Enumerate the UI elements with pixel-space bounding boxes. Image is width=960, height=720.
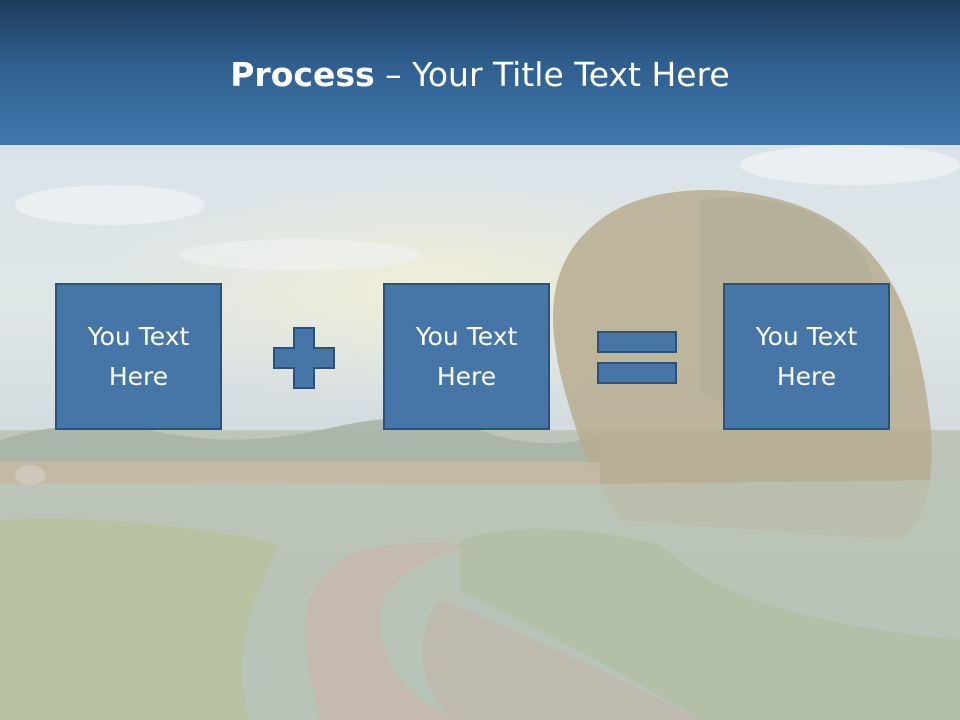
title-rest: – Your Title Text Here [374,55,730,94]
title-bar [0,0,960,145]
process-box-1-text: You Text Here [87,321,190,391]
process-box-1[interactable]: You Text Here [55,283,222,430]
process-box-2-text: You Text Here [415,321,518,391]
slide-title: Process – Your Title Text Here [0,52,960,98]
title-bold: Process [230,55,375,94]
equals-icon [597,331,677,384]
process-box-3-text: You Text Here [755,321,858,391]
process-box-2[interactable]: You Text Here [383,283,550,430]
plus-icon [273,327,335,389]
process-box-3[interactable]: You Text Here [723,283,890,430]
